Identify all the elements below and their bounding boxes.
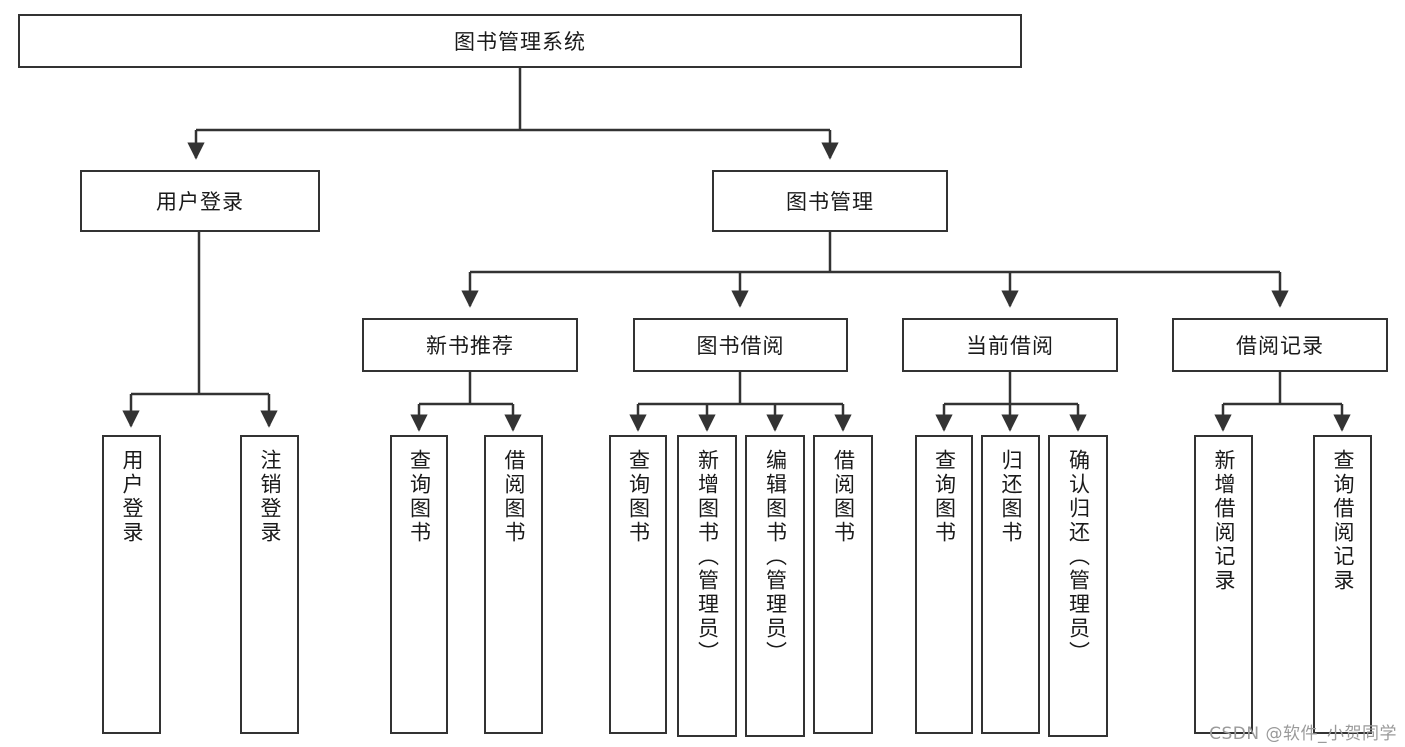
node-root-label: 图书管理系统 [454, 30, 586, 54]
node-leaf-user-logout-label: 注销登录 [258, 449, 282, 545]
node-leaf-edit-book[interactable]: 编辑图书（管理员） [745, 435, 805, 737]
node-leaf-query-book-2-label: 查询图书 [626, 449, 651, 545]
csdn-watermark: CSDN @软件_小贺同学 [1209, 724, 1397, 744]
node-leaf-borrow-book-1[interactable]: 借阅图书 [484, 435, 543, 734]
node-leaf-query-record-label: 查询借阅记录 [1331, 449, 1355, 593]
node-leaf-borrow-book-2-label: 借阅图书 [831, 449, 856, 545]
node-leaf-confirm-return[interactable]: 确认归还（管理员） [1048, 435, 1108, 737]
node-leaf-borrow-book-1-label: 借阅图书 [502, 449, 526, 545]
node-new-book-recommend[interactable]: 新书推荐 [362, 318, 578, 372]
node-leaf-add-book-label: 新增图书（管理员） [695, 449, 720, 665]
node-book-manage[interactable]: 图书管理 [712, 170, 948, 232]
node-leaf-user-login[interactable]: 用户登录 [102, 435, 161, 734]
node-leaf-query-book-3-label: 查询图书 [932, 449, 957, 545]
node-borrow-record[interactable]: 借阅记录 [1172, 318, 1388, 372]
node-book-borrow-label: 图书借阅 [696, 334, 785, 358]
node-leaf-user-logout[interactable]: 注销登录 [240, 435, 299, 734]
node-borrow-record-label: 借阅记录 [1236, 334, 1324, 358]
node-book-borrow[interactable]: 图书借阅 [633, 318, 848, 372]
node-leaf-add-book[interactable]: 新增图书（管理员） [677, 435, 737, 737]
node-leaf-user-login-label: 用户登录 [120, 449, 144, 545]
node-leaf-query-book-2[interactable]: 查询图书 [609, 435, 667, 734]
node-current-borrow-label: 当前借阅 [966, 334, 1054, 358]
node-leaf-add-record-label: 新增借阅记录 [1212, 449, 1236, 593]
node-leaf-query-book-1[interactable]: 查询图书 [390, 435, 448, 734]
node-leaf-edit-book-label: 编辑图书（管理员） [763, 449, 788, 665]
node-leaf-confirm-return-label: 确认归还（管理员） [1066, 449, 1091, 665]
node-user-login-label: 用户登录 [156, 190, 244, 214]
node-leaf-query-book-1-label: 查询图书 [407, 449, 432, 545]
node-leaf-query-record[interactable]: 查询借阅记录 [1313, 435, 1372, 734]
node-new-book-recommend-label: 新书推荐 [426, 334, 514, 358]
node-user-login[interactable]: 用户登录 [80, 170, 320, 232]
node-leaf-return-book-label: 归还图书 [999, 449, 1023, 545]
node-book-manage-label: 图书管理 [786, 190, 874, 214]
node-leaf-borrow-book-2[interactable]: 借阅图书 [813, 435, 873, 734]
node-current-borrow[interactable]: 当前借阅 [902, 318, 1118, 372]
node-leaf-add-record[interactable]: 新增借阅记录 [1194, 435, 1253, 734]
node-leaf-query-book-3[interactable]: 查询图书 [915, 435, 973, 734]
node-leaf-return-book[interactable]: 归还图书 [981, 435, 1040, 734]
node-root[interactable]: 图书管理系统 [18, 14, 1022, 68]
